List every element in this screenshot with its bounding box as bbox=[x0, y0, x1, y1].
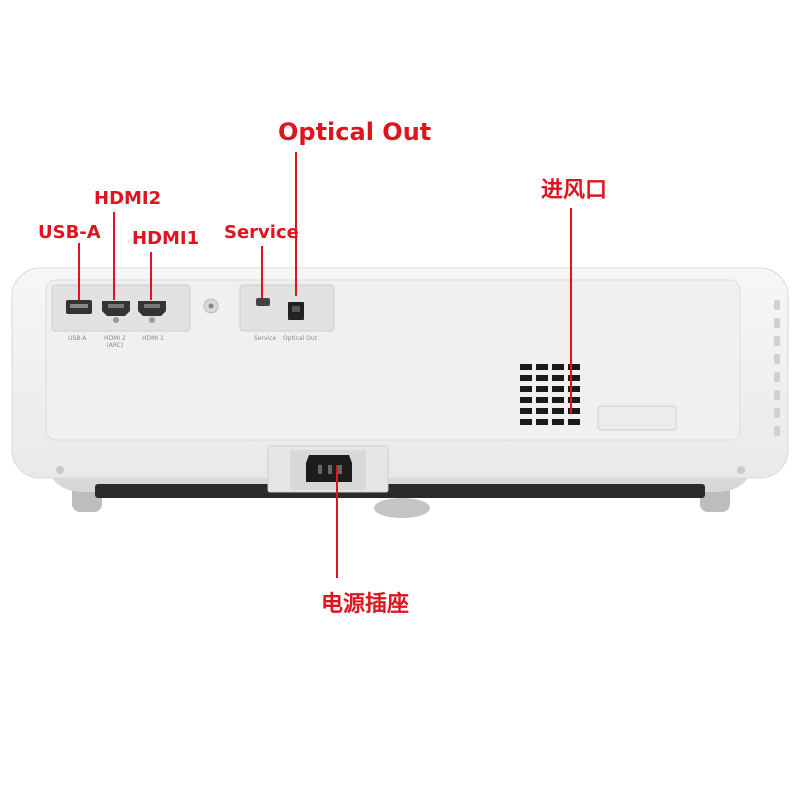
side-grille bbox=[774, 300, 780, 436]
callout-usb-a: USB-A bbox=[38, 222, 101, 243]
callout-hdmi2: HDMI2 bbox=[94, 188, 162, 209]
port-label-hdmi2-line2: (ARC) bbox=[106, 341, 124, 349]
callout-service: Service bbox=[224, 222, 299, 243]
hdmi-port-icon bbox=[138, 301, 166, 323]
optical-port-icon bbox=[288, 302, 304, 320]
port-recess-service bbox=[239, 284, 335, 332]
port-label-service: Service bbox=[254, 335, 277, 342]
callout-optical-out: Optical Out bbox=[278, 118, 432, 146]
callout-power-socket: 电源插座 bbox=[321, 592, 410, 617]
service-port-icon bbox=[256, 298, 270, 306]
port-label-optical-out: Optical Out bbox=[283, 335, 317, 342]
screw-right bbox=[737, 466, 745, 474]
port-label-usb-a: USB-A bbox=[68, 335, 87, 342]
usb-port-icon bbox=[66, 300, 92, 314]
power-socket-icon bbox=[306, 455, 352, 482]
air-intake-vent bbox=[518, 362, 586, 428]
reset-button-icon bbox=[203, 298, 219, 314]
label-plate bbox=[597, 405, 677, 431]
port-label-hdmi2: HDMI 2 (ARC) bbox=[104, 335, 126, 349]
base-shadow-strip bbox=[95, 484, 705, 498]
callout-air-intake: 进风口 bbox=[541, 178, 608, 203]
callout-hdmi1: HDMI1 bbox=[132, 228, 200, 249]
center-foot bbox=[374, 498, 430, 518]
port-label-hdmi1: HDMI 1 bbox=[142, 335, 164, 342]
hdmi-port-icon bbox=[102, 301, 130, 323]
port-label-hdmi2-line1: HDMI 2 bbox=[104, 335, 126, 342]
screw-left bbox=[56, 466, 64, 474]
callout-lines bbox=[78, 152, 572, 578]
